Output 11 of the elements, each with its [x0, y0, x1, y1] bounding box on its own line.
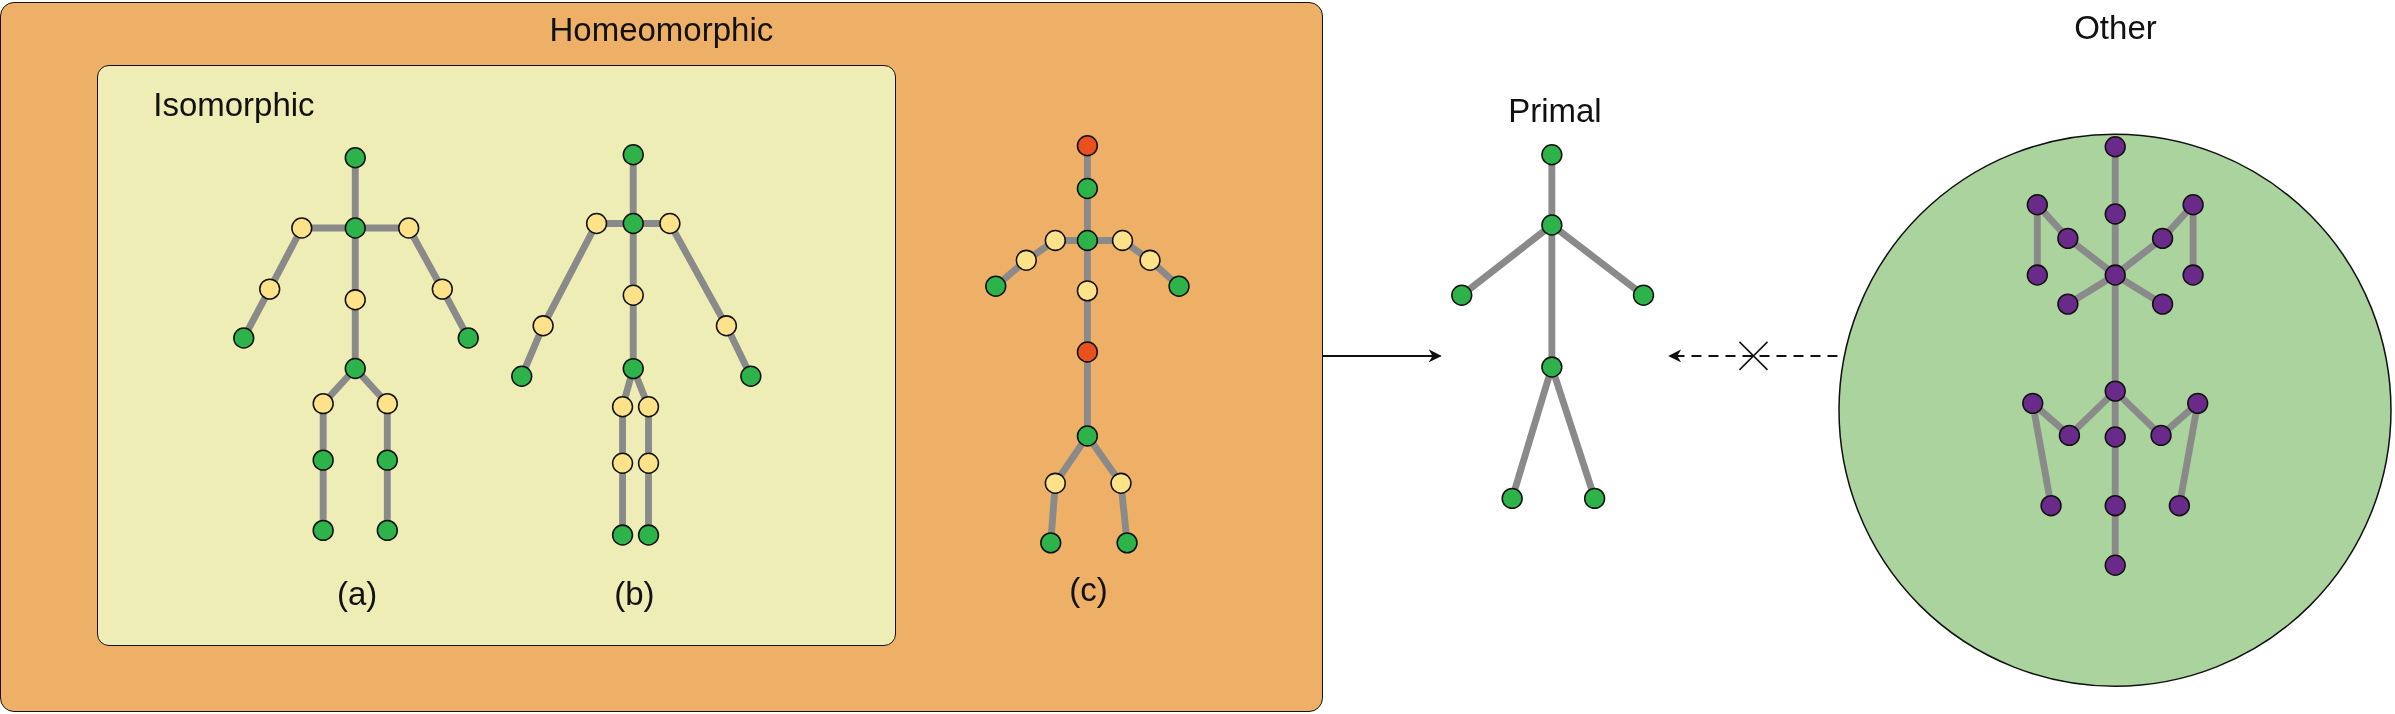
group-title: Primal — [1508, 91, 1602, 130]
outer-group-panel — [0, 1, 1323, 712]
figure-caption: (b) — [614, 574, 655, 613]
inner-group-panel — [97, 65, 897, 646]
figure-caption: (a) — [336, 574, 378, 613]
arrow — [1321, 349, 1442, 363]
group-title: Homeomorphic — [549, 10, 774, 49]
group-title: Other — [2074, 9, 2157, 48]
group-title: Isomorphic — [153, 86, 315, 125]
dashed-arrow — [1668, 349, 1839, 363]
figure-caption: (c) — [1069, 570, 1108, 609]
